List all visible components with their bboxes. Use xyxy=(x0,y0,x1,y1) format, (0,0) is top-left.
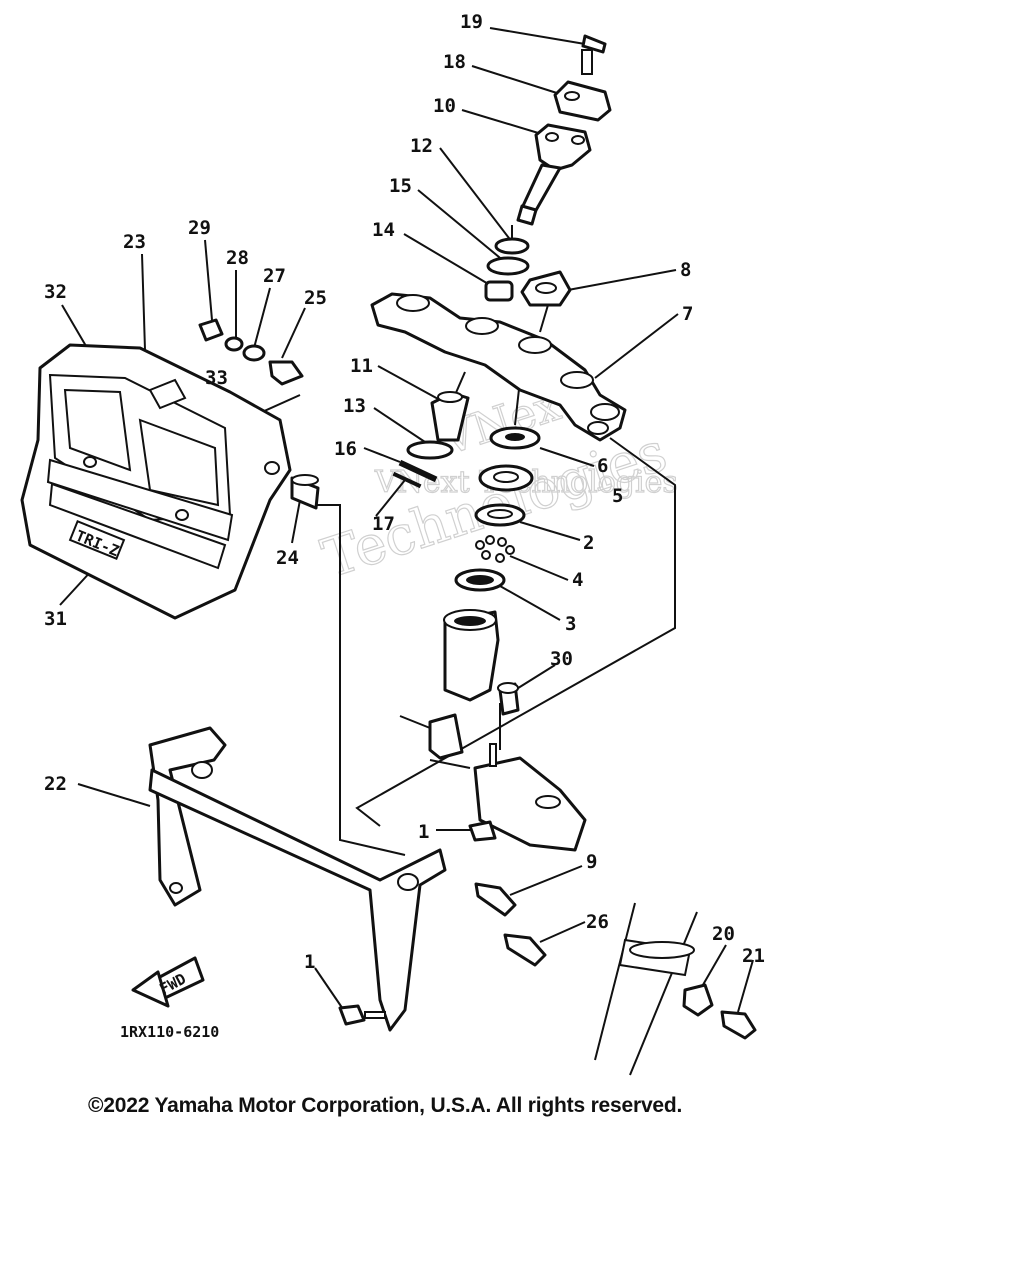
callout-30: 30 xyxy=(550,648,573,670)
callout-10: 10 xyxy=(433,95,456,117)
callout-1-lower: 1 xyxy=(304,951,315,973)
top-fasteners xyxy=(484,237,572,307)
callout-4: 4 xyxy=(572,569,583,591)
callout-19: 19 xyxy=(460,11,483,33)
callout-14: 14 xyxy=(372,219,395,241)
callout-13: 13 xyxy=(343,395,366,417)
callout-17: 17 xyxy=(372,513,395,535)
callout-25: 25 xyxy=(304,287,327,309)
callout-26: 26 xyxy=(586,911,609,933)
bearings-stack xyxy=(392,391,541,592)
mount-hardware xyxy=(198,318,320,510)
callout-2: 2 xyxy=(583,532,594,554)
bolts xyxy=(338,882,757,1040)
callout-1-upper: 1 xyxy=(418,821,429,843)
callout-18: 18 xyxy=(443,51,466,73)
callout-5: 5 xyxy=(612,485,623,507)
copyright-notice: ©2022 Yamaha Motor Corporation, U.S.A. A… xyxy=(88,1094,683,1117)
callout-11: 11 xyxy=(350,355,373,377)
callout-32: 32 xyxy=(44,281,67,303)
ball-bearings xyxy=(475,535,515,563)
guard-bar xyxy=(148,726,447,1032)
callout-6: 6 xyxy=(597,455,608,477)
fork-tube xyxy=(594,902,698,1076)
callout-22: 22 xyxy=(44,773,67,795)
callout-9: 9 xyxy=(586,851,597,873)
diagram-code: 1RX110-6210 xyxy=(120,1023,219,1041)
callout-24: 24 xyxy=(276,547,299,569)
callout-8: 8 xyxy=(680,259,691,281)
lower-column xyxy=(428,609,587,852)
callout-3: 3 xyxy=(565,613,576,635)
callout-7: 7 xyxy=(682,303,693,325)
steering-shaft xyxy=(516,34,612,226)
handlebar-bracket xyxy=(370,292,627,442)
fwd-arrow-icon: FWD xyxy=(131,956,205,1008)
callout-labels: 19 18 10 12 15 14 8 7 11 13 16 17 6 5 2 … xyxy=(44,11,765,973)
callout-31: 31 xyxy=(44,608,67,630)
callout-20: 20 xyxy=(712,923,735,945)
callout-16: 16 xyxy=(334,438,357,460)
callout-27: 27 xyxy=(263,265,286,287)
callout-15: 15 xyxy=(389,175,412,197)
callout-23: 23 xyxy=(123,231,146,253)
callout-12: 12 xyxy=(410,135,433,157)
callout-21: 21 xyxy=(742,945,765,967)
callout-29: 29 xyxy=(188,217,211,239)
headlight-housing: TRI-Z xyxy=(20,343,292,620)
callout-33: 33 xyxy=(205,367,228,389)
leader-lines xyxy=(59,27,754,1013)
callout-28: 28 xyxy=(226,247,249,269)
